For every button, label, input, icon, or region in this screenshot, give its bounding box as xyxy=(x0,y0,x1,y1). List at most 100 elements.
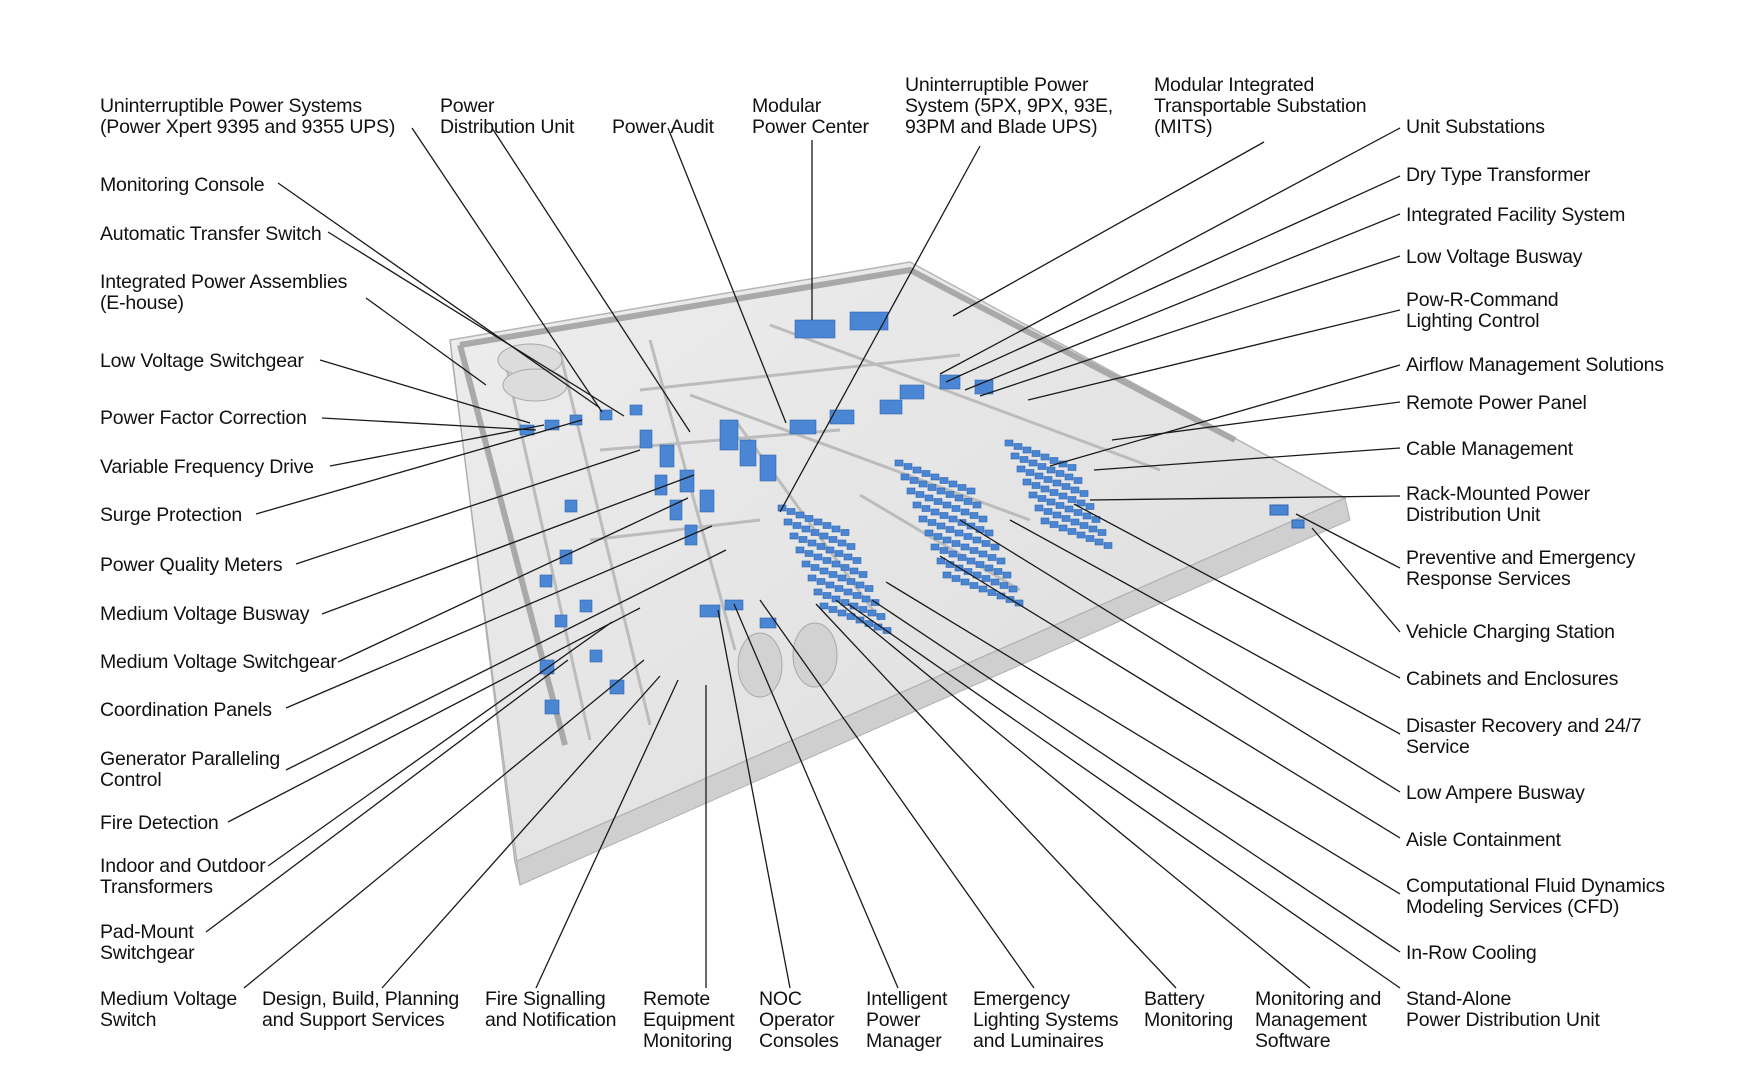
leader-line xyxy=(815,603,1177,989)
equipment-block xyxy=(554,614,568,628)
leader-line xyxy=(979,255,1401,397)
rack-block xyxy=(1079,490,1089,497)
label-cfd: Computational Fluid Dynamics Modeling Se… xyxy=(1406,875,1665,918)
rack-block xyxy=(936,487,946,495)
rack-block xyxy=(972,501,982,509)
rack-block xyxy=(984,564,994,572)
rack-block xyxy=(966,557,976,565)
leader-line xyxy=(337,497,689,663)
leader-line xyxy=(885,581,1401,895)
rack-block xyxy=(795,511,805,519)
leader-line xyxy=(939,127,1401,375)
rack-block xyxy=(921,505,931,512)
rack-block xyxy=(912,466,922,474)
partition-wall xyxy=(689,393,1031,522)
rack-block xyxy=(909,477,919,484)
leader-line xyxy=(847,603,1401,989)
label-emergency-lighting: Emergency Lighting Systems and Luminaire… xyxy=(973,988,1119,1052)
rack-block xyxy=(1014,599,1024,607)
label-ifs: Integrated Facility System xyxy=(1406,204,1626,226)
rack-block xyxy=(1094,538,1104,546)
leader-line xyxy=(1027,309,1401,401)
rack-block xyxy=(831,525,841,533)
equipment-block xyxy=(829,409,855,425)
rack-block xyxy=(807,539,817,547)
rack-block xyxy=(783,518,793,526)
rack-block xyxy=(876,613,886,620)
rack-block xyxy=(963,533,973,540)
label-gen-paralleling: Generator Paralleling Control xyxy=(100,748,281,791)
rack-block xyxy=(1008,585,1018,593)
leader-line xyxy=(945,175,1401,383)
leader-line xyxy=(1073,503,1401,679)
leader-line xyxy=(255,419,583,515)
label-monitoring-console: Monitoring Console xyxy=(100,174,265,196)
label-pfc: Power Factor Correction xyxy=(100,407,307,429)
equipment-block xyxy=(654,474,668,496)
equipment-block xyxy=(609,679,625,695)
label-mv-switch: Medium Voltage Switch xyxy=(100,988,238,1031)
rack-block xyxy=(1055,470,1065,477)
rack-block xyxy=(1067,528,1077,535)
rack-block xyxy=(786,508,796,515)
leader-line xyxy=(939,555,1401,839)
leader-line xyxy=(243,659,645,989)
label-vehicle: Vehicle Charging Station xyxy=(1406,621,1615,643)
rack-block xyxy=(1043,476,1053,483)
leader-line xyxy=(285,525,713,709)
rack-block xyxy=(906,487,916,495)
rack-block xyxy=(852,557,862,564)
rack-block xyxy=(987,589,997,596)
rack-block xyxy=(951,575,961,582)
equipment-block xyxy=(539,574,553,588)
fuel-tank xyxy=(502,368,568,402)
rack-block xyxy=(1052,511,1062,519)
leader-line xyxy=(1093,447,1401,471)
rack-block xyxy=(801,560,811,568)
rack-block xyxy=(990,578,1000,586)
partition-wall xyxy=(639,353,961,392)
leader-line xyxy=(227,607,641,823)
label-lv-busway: Low Voltage Busway xyxy=(1406,246,1583,268)
rack-block xyxy=(1040,453,1050,461)
rack-block xyxy=(954,494,964,502)
equipment-block xyxy=(629,404,643,416)
rack-block xyxy=(963,568,973,575)
rack-block xyxy=(1013,443,1023,450)
rack-block xyxy=(990,543,1000,551)
rack-block xyxy=(828,606,838,613)
rack-block xyxy=(942,501,952,509)
rack-block xyxy=(834,585,844,592)
rack-block xyxy=(1061,483,1071,490)
rack-block xyxy=(927,484,937,491)
rack-block xyxy=(807,574,817,582)
rack-block xyxy=(828,536,838,543)
rack-block xyxy=(933,533,943,540)
rack-block xyxy=(963,498,973,505)
rack-block xyxy=(1079,522,1089,529)
equipment-block xyxy=(544,419,560,431)
leader-line xyxy=(717,609,791,989)
rack-block xyxy=(939,547,949,554)
label-inrow: In-Row Cooling xyxy=(1406,942,1537,964)
label-unit-substations: Unit Substations xyxy=(1406,116,1545,138)
rack-block xyxy=(900,473,910,481)
rack-block xyxy=(810,564,820,571)
rack-block xyxy=(858,606,868,613)
label-mv-busway: Medium Voltage Busway xyxy=(100,603,310,625)
label-vfd: Variable Frequency Drive xyxy=(100,456,314,478)
rack-block xyxy=(1058,524,1068,532)
rack-block xyxy=(930,508,940,516)
rack-block xyxy=(837,574,847,582)
rack-block xyxy=(1073,509,1083,516)
rack-block xyxy=(1061,515,1071,522)
rack-block xyxy=(792,522,802,529)
rack-block xyxy=(801,525,811,533)
label-rpp: Remote Power Panel xyxy=(1406,392,1587,414)
rack-block xyxy=(819,602,829,610)
rack-block xyxy=(831,560,841,568)
rack-block xyxy=(858,571,868,578)
rack-block xyxy=(840,564,850,571)
rack-block xyxy=(942,571,952,579)
